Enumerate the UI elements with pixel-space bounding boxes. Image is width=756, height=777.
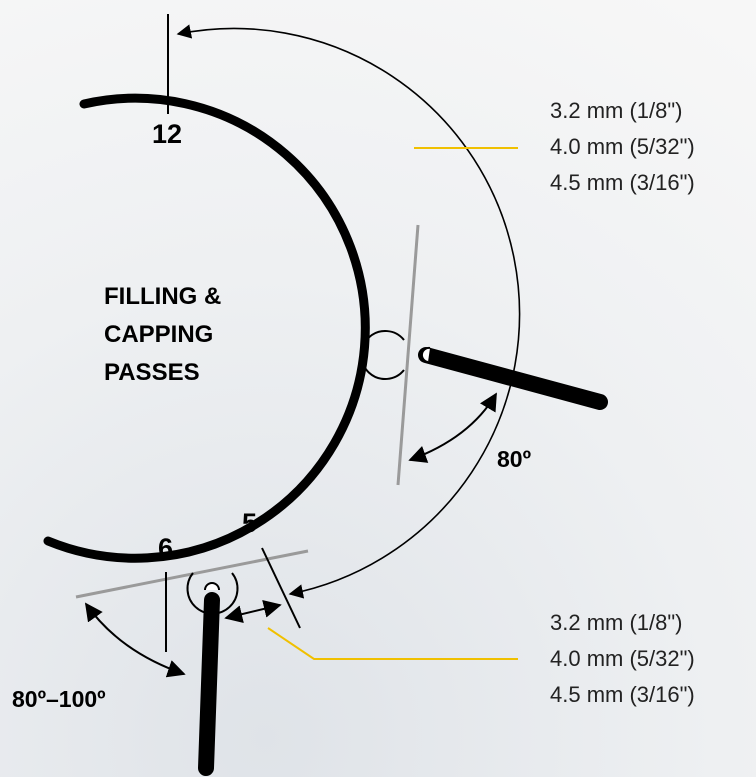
pass-title-line-1: FILLING & [104, 283, 221, 310]
pass-title-line-2: CAPPING [104, 321, 213, 348]
bottom-electrode-tip [204, 582, 220, 591]
five-oclock-marker [261, 547, 301, 629]
bottom-leader-line [267, 627, 518, 660]
bottom-size-1: 3.2 mm (1/8") [550, 610, 683, 635]
side-angle-symbol [360, 330, 405, 380]
pass-title-line-3: PASSES [104, 359, 200, 386]
gap-arrow [224, 600, 282, 623]
travel-direction-arrow [176, 24, 521, 599]
top-size-1: 3.2 mm (1/8") [550, 98, 683, 123]
top-size-2: 4.0 mm (5/32") [550, 134, 695, 159]
position-12-label: 12 [152, 119, 182, 149]
side-angle-arrow [408, 392, 497, 463]
bottom-electrode-holder [198, 592, 220, 776]
side-electrode-holder [418, 347, 608, 410]
bottom-size-3: 4.5 mm (3/16") [550, 682, 695, 707]
bottom-angle-label: 80º–100º [12, 686, 106, 712]
bottom-size-2: 4.0 mm (5/32") [550, 646, 695, 671]
side-tangent-line [396, 224, 420, 486]
side-angle-label: 80º [497, 446, 531, 472]
top-size-3: 4.5 mm (3/16") [550, 170, 695, 195]
side-electrode-tip [420, 346, 431, 363]
position-6-label: 6 [158, 533, 173, 563]
position-5-label: 5 [242, 508, 257, 538]
bottom-angle-arrow [84, 602, 186, 678]
